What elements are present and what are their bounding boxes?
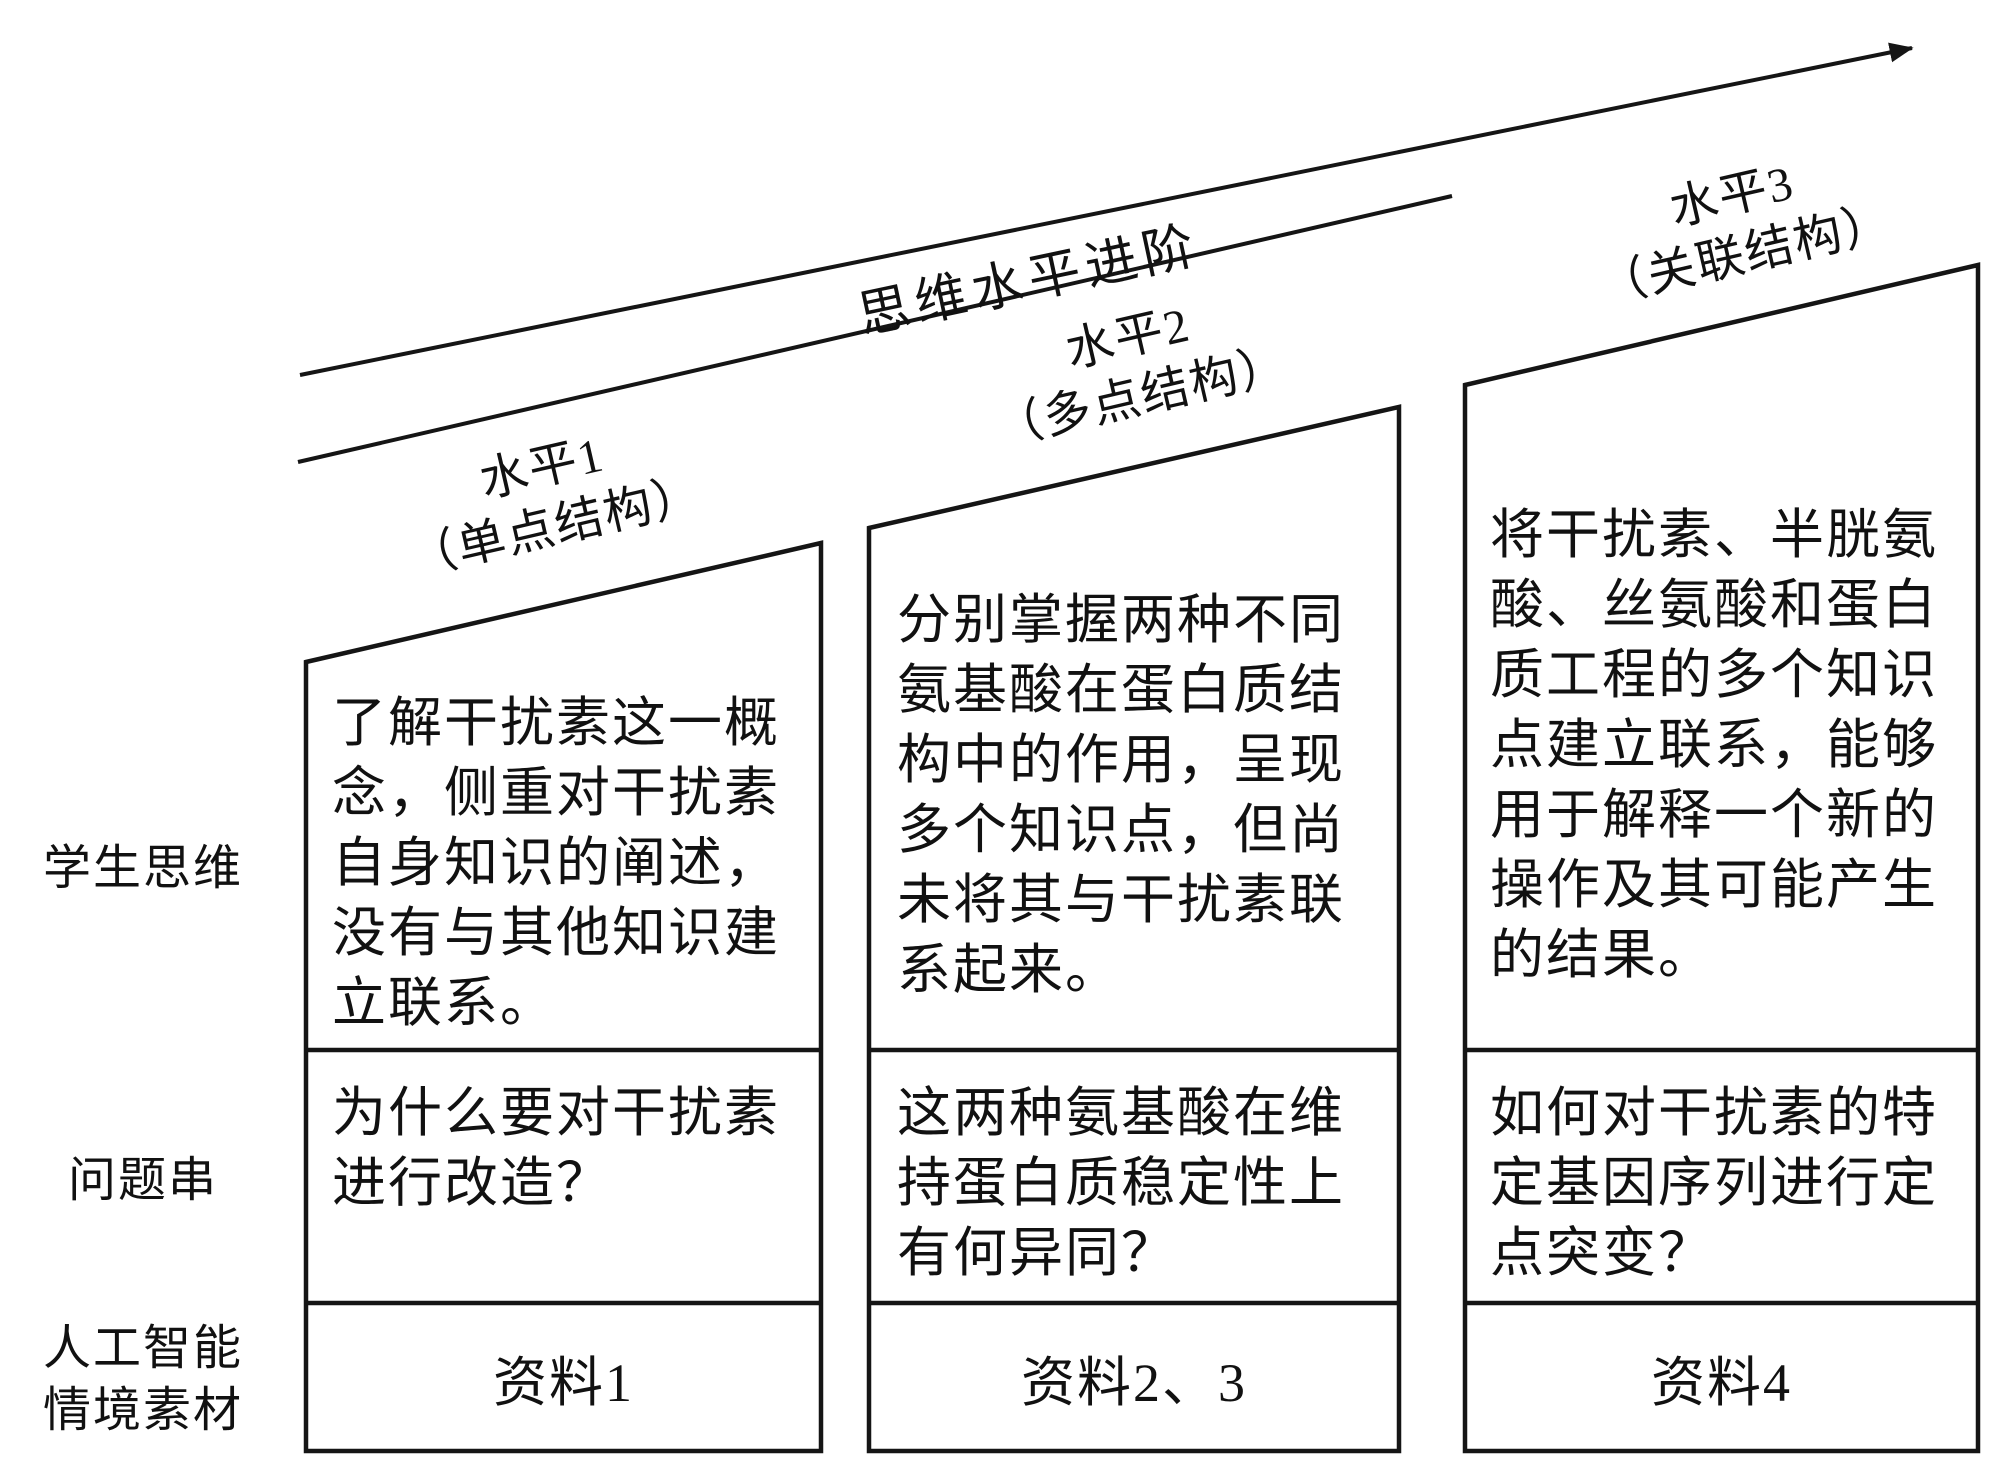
column-2-outline xyxy=(866,404,1402,1454)
column-2-question-text: 这两种氨基酸在维持蛋白质稳定性上有何异同？ xyxy=(897,1083,1345,1283)
row-label-ai-materials-line1: 人工智能 xyxy=(42,1322,243,1375)
progression-arrow xyxy=(299,42,1914,377)
column-1-outline xyxy=(303,540,824,1454)
column-1-question-text: 为什么要对干扰素进行改造？ xyxy=(332,1083,780,1213)
column-3-question-text: 如何对干扰素的特定基因序列进行定点突变？ xyxy=(1490,1083,1938,1283)
row-label-question-series: 问题串 xyxy=(67,1154,218,1207)
column-1-material-text: 资料1 xyxy=(493,1352,634,1413)
column-1-thinking-text: 了解干扰素这一概念，侧重对干扰素自身知识的阐述，没有与其他知识建立联系。 xyxy=(332,693,780,1033)
row-label-student-thinking: 学生思维 xyxy=(42,842,243,895)
column-3-material-text: 资料4 xyxy=(1651,1352,1792,1413)
row-label-ai-materials-line2: 情境素材 xyxy=(42,1384,243,1437)
column-2-thinking-text: 分别掌握两种不同氨基酸在蛋白质结构中的作用，呈现多个知识点，但尚未将其与干扰素联… xyxy=(897,590,1345,1000)
column-3-thinking-text: 将干扰素、半胱氨酸、丝氨酸和蛋白质工程的多个知识点建立联系，能够用于解释一个新的… xyxy=(1490,505,1938,985)
column-3-outline xyxy=(1462,262,1981,1454)
column-2-material-text: 资料2、3 xyxy=(1021,1352,1247,1413)
row-label-ai-materials: 人工智能 情境素材 xyxy=(18,1318,268,1442)
progression-guide-line xyxy=(297,194,1453,464)
